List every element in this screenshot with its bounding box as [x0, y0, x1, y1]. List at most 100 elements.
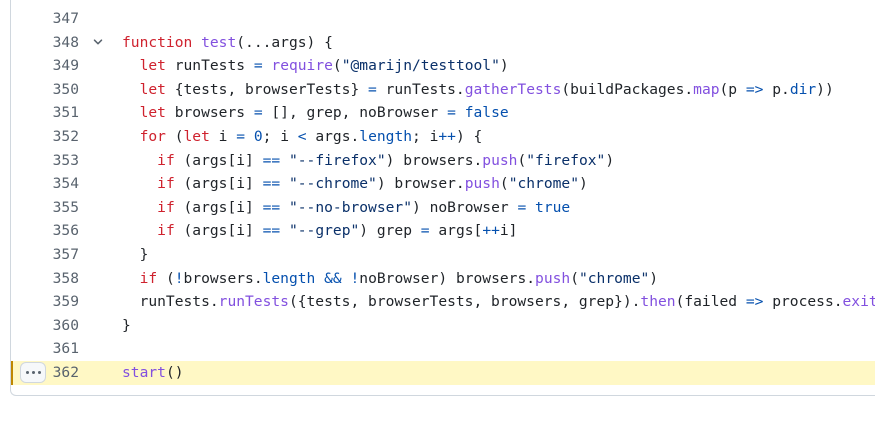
line-number[interactable]: 351	[52, 104, 79, 122]
code-token: !	[350, 269, 360, 287]
line-source: if (args[i] == "--grep") grep = args[++i…	[122, 219, 517, 243]
code-token: (	[332, 57, 342, 75]
line-number[interactable]: 353	[52, 151, 79, 169]
code-token: gatherTests	[464, 80, 562, 98]
code-token: (...args) {	[236, 33, 333, 51]
line-number[interactable]: 356	[52, 222, 79, 240]
code-token	[122, 57, 140, 74]
code-line: 349 let runTests = require("@marijn/test…	[11, 54, 875, 78]
highlight-marker	[11, 360, 13, 385]
code-token: )	[605, 151, 615, 169]
code-token: if	[157, 198, 175, 216]
code-token: ) grep	[359, 222, 421, 240]
code-token: =	[236, 127, 246, 145]
code-token: 0	[253, 127, 263, 145]
code-token: ++	[438, 127, 456, 145]
code-token: =	[420, 222, 430, 240]
code-token: ==	[262, 151, 281, 169]
line-number[interactable]: 355	[52, 198, 79, 216]
code-token: &&	[324, 269, 342, 287]
code-token	[122, 152, 157, 169]
code-token: ) browser.	[376, 175, 465, 193]
line-options-button[interactable]	[20, 361, 46, 383]
code-token	[280, 175, 289, 192]
code-token: ; i	[262, 127, 298, 145]
line-number[interactable]: 359	[52, 293, 79, 311]
code-line: 347	[11, 7, 875, 31]
code-token: if	[157, 175, 175, 193]
code-token: =	[253, 104, 263, 122]
code-token: (p	[719, 80, 746, 98]
code-token	[122, 199, 157, 216]
line-number[interactable]: 361	[52, 340, 79, 358]
chevron-down-icon[interactable]	[91, 31, 105, 55]
line-number[interactable]: 349	[52, 57, 79, 75]
code-line: 354 if (args[i] == "--chrome") browser.p…	[11, 172, 875, 196]
line-source: let runTests = require("@marijn/testtool…	[122, 54, 509, 78]
code-token: (failed	[675, 293, 746, 311]
line-number[interactable]: 358	[52, 269, 79, 287]
line-number[interactable]: 352	[52, 127, 79, 145]
code-token: function	[122, 33, 193, 51]
line-number[interactable]: 357	[52, 245, 79, 263]
code-token	[122, 81, 140, 98]
code-token: runTests.	[376, 80, 465, 98]
code-token: ) noBrowser	[412, 198, 518, 216]
line-source: if (args[i] == "--no-browser") noBrowser…	[122, 196, 570, 220]
code-token: ++	[482, 222, 500, 240]
code-token: (	[570, 269, 579, 287]
line-number[interactable]: 348	[52, 33, 79, 51]
code-token: length	[359, 127, 413, 145]
code-token: false	[464, 104, 509, 122]
code-token: !	[174, 269, 184, 287]
code-token	[280, 152, 289, 169]
code-token: push	[464, 175, 500, 193]
code-token: noBrowser) browsers.	[359, 269, 536, 287]
code-line: 361	[11, 337, 875, 361]
line-number[interactable]: 354	[52, 175, 79, 193]
code-token: if	[139, 269, 158, 287]
code-token: "@marijn/testtool"	[341, 57, 500, 75]
code-token: length	[262, 269, 316, 287]
code-token: "--firefox"	[288, 151, 386, 169]
code-line: 351 let browsers = [], grep, noBrowser =…	[11, 101, 875, 125]
code-token: let	[139, 80, 166, 98]
line-source: function test(...args) {	[122, 31, 333, 55]
code-token: require	[271, 57, 333, 75]
line-source: start()	[122, 361, 184, 385]
line-number[interactable]: 347	[52, 10, 79, 27]
code-token: }	[122, 316, 131, 334]
code-token: =	[253, 57, 263, 75]
code-token: "chrome"	[578, 269, 650, 287]
code-token: ; i	[412, 127, 439, 145]
code-token: args[	[429, 222, 483, 240]
code-token: {tests, browserTests}	[165, 80, 369, 98]
code-token: browsers.	[183, 269, 263, 287]
line-number[interactable]: 360	[52, 316, 79, 334]
code-token: true	[535, 198, 571, 216]
code-token	[456, 104, 465, 121]
code-token: ) browsers.	[385, 151, 483, 169]
code-token: let	[139, 57, 166, 75]
code-token: push	[482, 151, 518, 169]
line-source: runTests.runTests({tests, browserTests, …	[122, 290, 875, 314]
code-token: (	[165, 127, 184, 145]
code-line: 358 if (!browsers.length && !noBrowser) …	[11, 267, 875, 291]
code-token: ({tests, browserTests, browsers, grep}).	[288, 293, 641, 311]
code-token: start	[122, 363, 166, 381]
code-token: push	[535, 269, 571, 287]
line-source: let {tests, browserTests} = runTests.gat…	[122, 78, 834, 102]
code-token	[122, 104, 140, 121]
code-token: for	[139, 127, 166, 145]
line-number[interactable]: 362	[52, 363, 79, 381]
code-line: 352 for (let i = 0; i < args.length; i++…	[11, 125, 875, 149]
code-line: 360}	[11, 314, 875, 338]
code-line: 357 }	[11, 243, 875, 267]
code-token: let	[139, 104, 166, 122]
code-token: ()	[165, 363, 184, 381]
line-number[interactable]: 350	[52, 80, 79, 98]
code-token: runTests	[218, 293, 289, 311]
code-line: 353 if (args[i] == "--firefox") browsers…	[11, 149, 875, 173]
